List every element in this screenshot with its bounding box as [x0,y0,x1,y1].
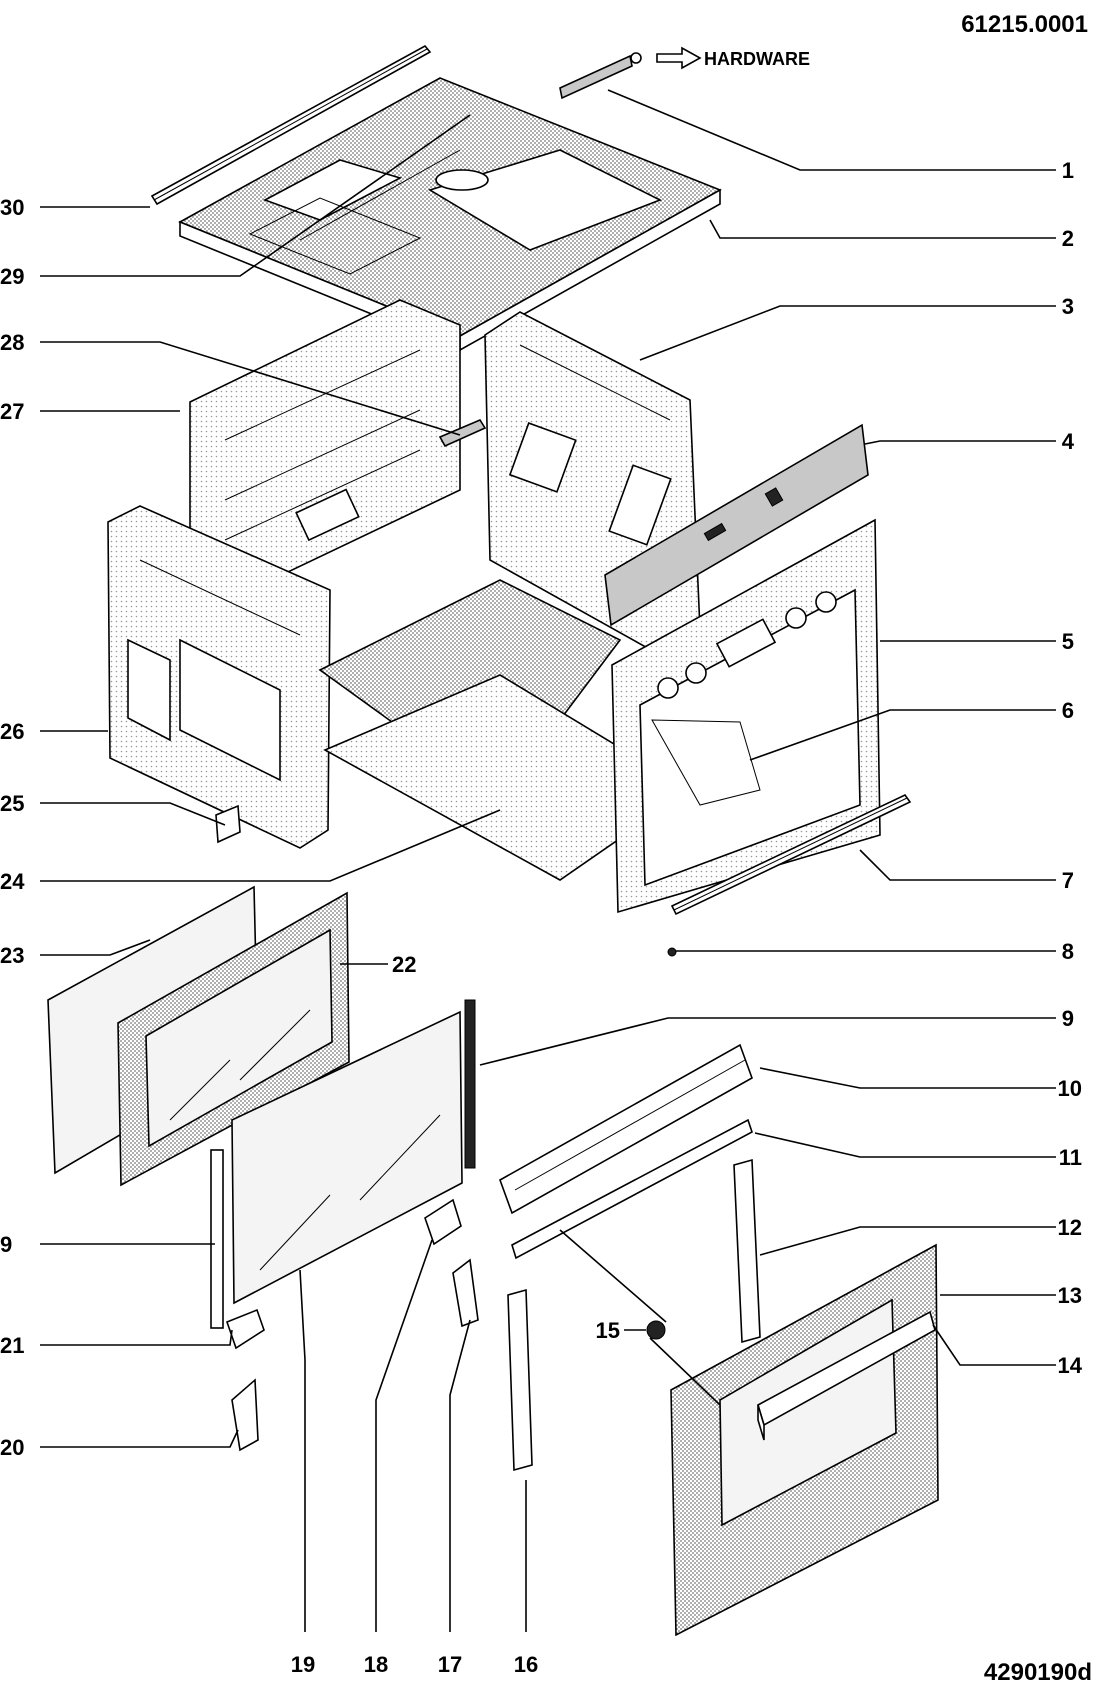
callout-16: 16 [514,1652,538,1677]
callout-22: 22 [392,952,416,977]
part-30-top-trim [150,44,432,206]
part-22-framed-glass [117,891,350,1187]
part-5-front-frame [611,518,881,914]
callout-8: 8 [1062,939,1074,964]
callout-7: 7 [1062,868,1074,893]
part-26-left-side-panel [107,505,331,849]
drawing-code-top: 61215.0001 [961,11,1088,38]
callout-23: 23 [0,943,24,968]
callout-21: 21 [0,1333,24,1358]
part-4-control-panel [604,423,869,627]
callout-25: 25 [0,791,24,816]
part-21-hinge-clip [225,1308,265,1350]
part-14-door-handle [757,1310,936,1441]
callout-18: 18 [364,1652,388,1677]
part-1-hardware-strip [559,52,642,100]
callout-24: 24 [0,869,25,894]
part-6-inner-plate [651,719,761,806]
leader-lines [40,89,1056,1632]
callout-9-left: 9 [0,1232,12,1257]
drawing-code-bottom: 4290190d [984,1659,1092,1686]
callout-13: 13 [1058,1283,1082,1308]
hardware-arrow-icon [656,46,702,70]
callout-2: 2 [1062,226,1074,251]
part-8-screw-icon [667,947,677,957]
part-9-gasket-strip-a [464,999,476,1169]
callout-14: 14 [1058,1353,1083,1378]
part-18-hinge [424,1198,462,1246]
callout-30: 30 [0,195,24,220]
part-20-hinge-bracket [231,1378,259,1452]
callout-27: 27 [0,399,24,424]
part-25-clip [215,804,241,844]
callout-20: 20 [0,1435,24,1460]
callout-11: 11 [1059,1145,1082,1170]
part-17-hinge-arm [452,1258,479,1328]
part-9-gasket-strip-b [210,1149,224,1329]
callout-6: 6 [1062,698,1074,723]
part-12-side-rail [733,1158,761,1344]
part-16-door-rail [507,1288,533,1472]
part-7-bottom-trim [670,793,912,916]
callout-17: 17 [438,1652,462,1677]
callout-12: 12 [1058,1215,1082,1240]
callout-5: 5 [1062,629,1074,654]
part-19-inner-door-glass [231,1010,463,1305]
callout-10: 10 [1058,1076,1082,1101]
part-2-top-panel [178,77,722,352]
callout-26: 26 [0,719,24,744]
part-29-inner-top [248,197,422,275]
part-11-door-bar [511,1118,753,1260]
hardware-label: HARDWARE [704,49,810,69]
callout-3: 3 [1062,294,1074,319]
part-15-fastener-icon [646,1320,666,1340]
part-13-outer-door [670,1243,939,1637]
callout-28: 28 [0,330,24,355]
callout-15: 15 [596,1318,620,1343]
part-10-door-profile [499,1043,753,1215]
part-28-bracket [438,418,487,448]
callout-9-right: 9 [1062,1006,1074,1031]
callout-29: 29 [0,264,24,289]
callout-4: 4 [1062,429,1075,454]
callout-19: 19 [291,1652,315,1677]
callout-1: 1 [1062,158,1074,183]
